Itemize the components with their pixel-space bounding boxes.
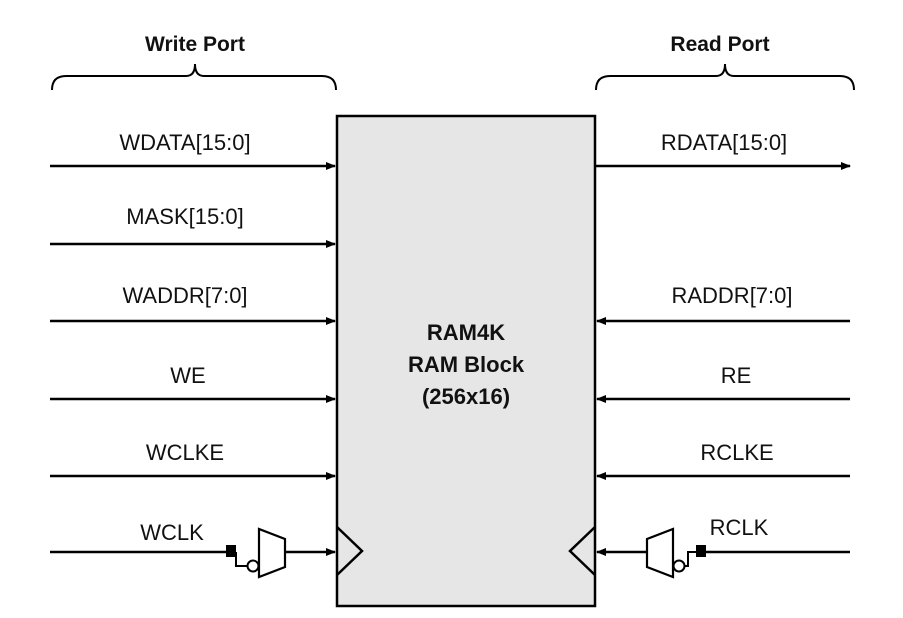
rclke-label: RCLKE (700, 440, 773, 465)
read-port-header: Read Port (595, 33, 855, 91)
read-port-brace (595, 63, 855, 91)
write-port-title: Write Port (145, 33, 245, 56)
read-clock-edge-icon (568, 526, 596, 576)
ram-block (335, 114, 597, 608)
wclk-polarity-mux-icon (226, 527, 287, 579)
re-label: RE (721, 363, 752, 388)
rdata-label: RDATA[15:0] (661, 130, 787, 155)
raddr-label: RADDR[7:0] (671, 283, 792, 308)
signal-we: WE (50, 363, 336, 403)
ram-block-name: RAM4K (427, 320, 505, 345)
write-port-header: Write Port (51, 33, 337, 91)
wclke-label: WCLKE (146, 440, 224, 465)
signal-re: RE (596, 363, 850, 403)
rclk-polarity-mux-icon (645, 527, 706, 579)
signal-wclke: WCLKE (50, 440, 336, 480)
signal-rclke: RCLKE (596, 440, 850, 480)
we-label: WE (170, 363, 205, 388)
signal-wdata: WDATA[15:0] (50, 130, 336, 170)
write-port-brace (51, 63, 337, 91)
signal-raddr: RADDR[7:0] (596, 283, 850, 325)
signal-rdata: RDATA[15:0] (595, 130, 851, 170)
read-port-title: Read Port (670, 33, 769, 56)
ram-block-type: RAM Block (408, 352, 525, 377)
ram-block-size: (256x16) (422, 384, 510, 409)
wdata-label: WDATA[15:0] (119, 130, 250, 155)
signal-wclk: WCLK (50, 520, 336, 579)
signal-mask: MASK[15:0] (50, 204, 336, 248)
write-clock-edge-icon (336, 526, 364, 576)
signal-rclk: RCLK (596, 515, 850, 579)
waddr-label: WADDR[7:0] (122, 283, 247, 308)
signal-waddr: WADDR[7:0] (50, 283, 336, 325)
mask-label: MASK[15:0] (126, 204, 243, 229)
wclk-label: WCLK (140, 520, 204, 545)
rclk-label: RCLK (710, 515, 769, 540)
